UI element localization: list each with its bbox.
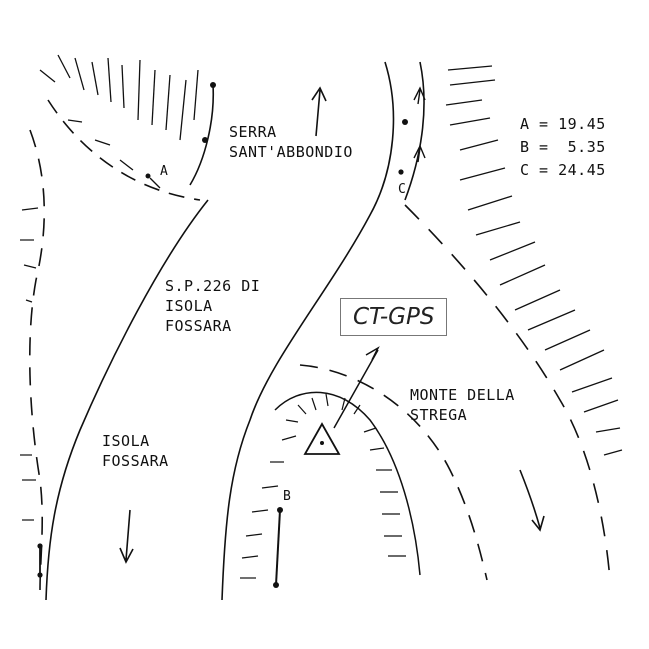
strega-hatches — [240, 393, 406, 579]
measurement-a: A = 19.45 — [520, 115, 606, 133]
ridge-serra-hatches — [39, 54, 199, 189]
arrow-to-ctgps — [333, 346, 380, 429]
measurement-table: A = 19.45 B = 5.35 C = 24.45 — [520, 114, 606, 180]
c-arrow-up-2 — [413, 86, 426, 105]
arrow-north — [311, 86, 327, 137]
label-isola-fossara: ISOLA FOSSARA — [102, 432, 169, 470]
ctgps-box: CT-GPS — [340, 298, 448, 336]
c-arrow-up — [413, 144, 426, 163]
arrow-south-right — [519, 469, 545, 532]
serra-slope-line — [189, 84, 215, 186]
road-edge-left — [45, 199, 209, 601]
left-slope-dashed — [28, 129, 46, 591]
measurement-c: C = 24.45 — [520, 161, 606, 179]
right-ridge-line — [404, 61, 425, 201]
point-a-label: A — [160, 164, 168, 179]
left-slope-hatches — [20, 207, 39, 521]
label-road-sp226: S.P.226 DI ISOLA FOSSARA — [165, 277, 261, 335]
road-edge-right — [221, 61, 395, 601]
point-c-label: C — [398, 182, 406, 197]
right-slope-dashed — [404, 204, 611, 581]
point-b-label: B — [283, 489, 291, 504]
measurement-b: B = 5.35 — [520, 138, 606, 156]
label-monte-della-strega: MONTE DELLA STREGA — [410, 386, 515, 424]
arrow-south-left — [119, 509, 134, 564]
label-serra-sant-abbondio: SERRA SANT'ABBONDIO — [229, 123, 353, 161]
ctgps-station-triangle — [303, 422, 341, 455]
right-slope-hatches — [445, 65, 623, 456]
ridge-serra-dashed — [47, 99, 201, 201]
strega-contour — [274, 391, 421, 576]
